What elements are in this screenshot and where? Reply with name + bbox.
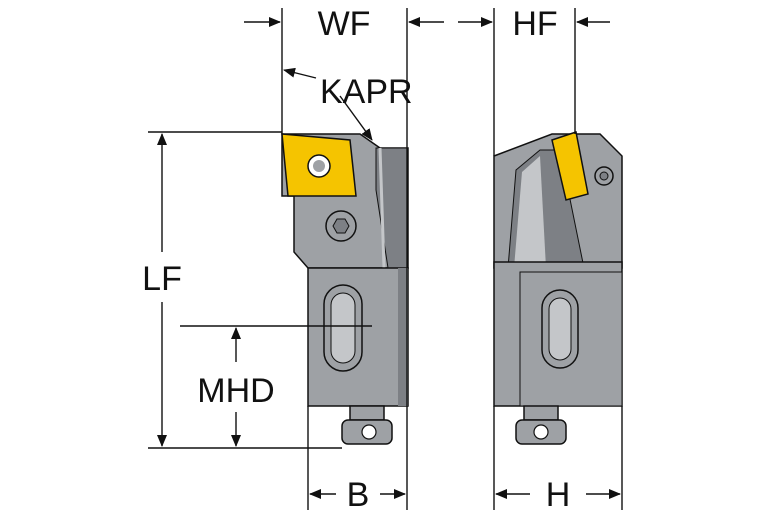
label-wf: WF (318, 5, 371, 43)
side-slot-inner (548, 297, 572, 361)
side-coupling (515, 405, 567, 445)
label-kapr: KAPR (320, 73, 413, 111)
front-insert (281, 133, 357, 197)
side-wedge-highlight (514, 156, 546, 268)
side-view (493, 131, 623, 445)
front-coupling (341, 405, 393, 445)
side-small-screw (594, 166, 614, 186)
dimension-lines (148, 8, 623, 510)
label-mhd: MHD (197, 372, 274, 410)
front-view (281, 133, 409, 445)
label-hf: HF (512, 5, 557, 43)
front-head-bevel (378, 147, 386, 269)
label-lf: LF (142, 260, 182, 298)
front-shank-side (398, 268, 408, 406)
front-clamp-screw (325, 210, 357, 242)
label-b: B (347, 476, 370, 514)
front-slot-inner (330, 292, 356, 364)
label-h: H (546, 476, 571, 514)
side-insert (551, 131, 589, 201)
